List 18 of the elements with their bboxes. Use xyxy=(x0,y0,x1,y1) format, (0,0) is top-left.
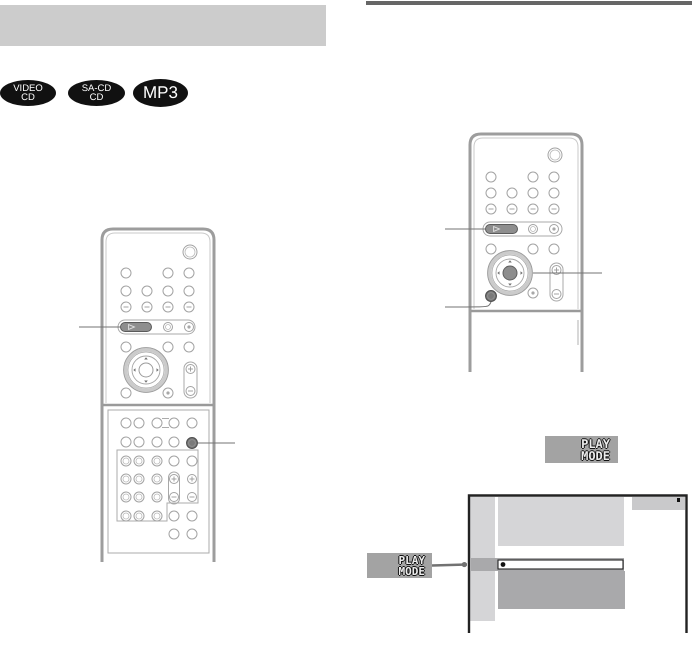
display-icon-tile: PLAY MODE xyxy=(367,553,432,578)
heading-band xyxy=(0,5,326,46)
leader-line xyxy=(444,228,486,230)
menu-screen xyxy=(467,494,688,633)
play-button xyxy=(485,224,518,234)
remote-button xyxy=(186,437,198,449)
leader-line xyxy=(198,442,236,444)
jog-dial xyxy=(487,250,533,296)
disc-format-label: VIDEO CD xyxy=(0,80,56,106)
play-button xyxy=(120,322,152,332)
leader-line xyxy=(444,302,492,308)
display-icon-tile: PLAY MODE xyxy=(545,436,618,463)
disc-format-label: SA-CD CD xyxy=(68,80,125,106)
leader-line xyxy=(532,272,602,274)
disc-format-label: MP3 xyxy=(133,79,188,107)
leader-line xyxy=(432,562,468,568)
remote-button xyxy=(485,290,497,302)
leader-line xyxy=(78,326,120,328)
